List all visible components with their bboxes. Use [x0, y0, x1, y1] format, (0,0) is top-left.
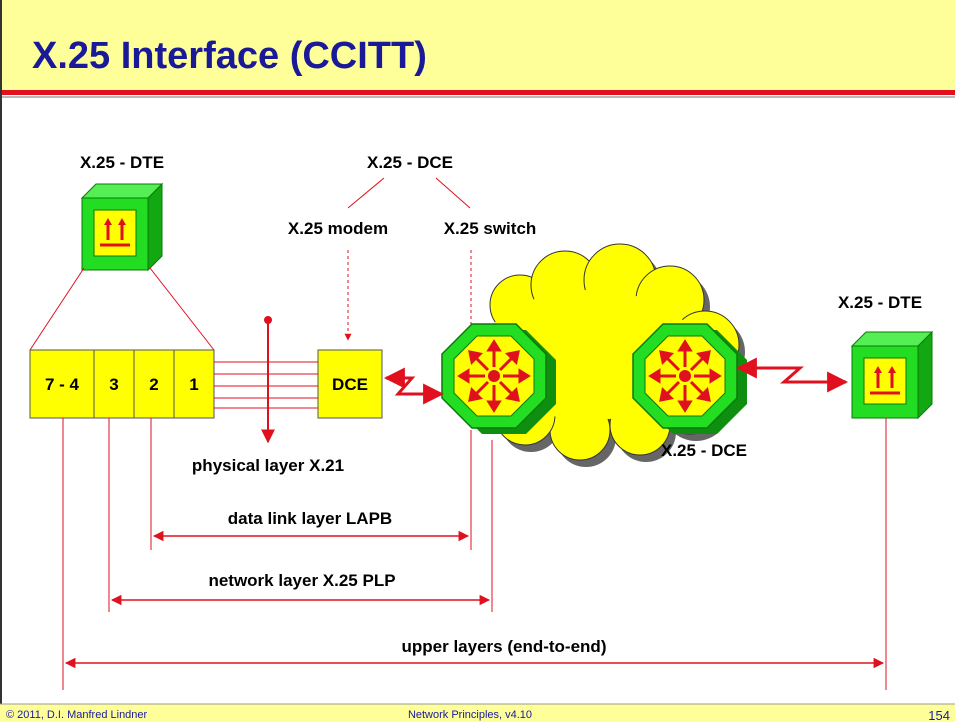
dte-right-label: X.25 - DTE	[838, 293, 922, 312]
physical-layer-label: physical layer X.21	[192, 456, 344, 475]
serial-link-right	[735, 357, 849, 393]
physical-wires	[214, 361, 318, 409]
footer-course-title: Network Principles, v4.10	[408, 709, 532, 721]
layer-reference-lines	[62, 418, 887, 690]
stack-layer-7-4	[29, 349, 95, 419]
stack-layer-1	[173, 349, 215, 419]
footer-band	[0, 704, 955, 722]
stack-label-1: 1	[189, 375, 198, 394]
upper-layers-label: upper layers (end-to-end)	[402, 637, 607, 656]
stack-layer-3	[93, 349, 135, 419]
dce-top-label: X.25 - DCE	[367, 153, 453, 172]
stack-label-7-4: 7 - 4	[45, 375, 80, 394]
serial-link-left	[383, 367, 445, 405]
stack-label-2: 2	[149, 375, 158, 394]
page-number: 154	[928, 708, 950, 722]
dce-box	[317, 349, 383, 419]
stack-label-3: 3	[109, 375, 118, 394]
modem-label: X.25 modem	[288, 219, 388, 238]
dte-left-device-icon	[80, 182, 164, 272]
x25-switch-2-icon	[631, 322, 747, 434]
dte-right-device-icon	[850, 330, 934, 420]
datalink-layer-label: data link layer LAPB	[228, 509, 392, 528]
title-band	[0, 0, 955, 90]
dce-box-label: DCE	[332, 375, 368, 394]
title-underline	[0, 90, 955, 95]
footer-copyright: © 2011, D.I. Manfred Lindner	[6, 709, 148, 721]
x25-switch-1-icon	[440, 322, 556, 434]
network-layer-label: network layer X.25 PLP	[208, 571, 395, 590]
switch-label: X.25 switch	[444, 219, 537, 238]
dte-left-label: X.25 - DTE	[80, 153, 164, 172]
dce-cloud-label: X.25 - DCE	[661, 441, 747, 460]
protocol-stack: 7 - 4 3 2 1	[29, 349, 215, 419]
stack-layer-2	[133, 349, 175, 419]
slide-title: X.25 Interface (CCITT)	[32, 35, 427, 77]
